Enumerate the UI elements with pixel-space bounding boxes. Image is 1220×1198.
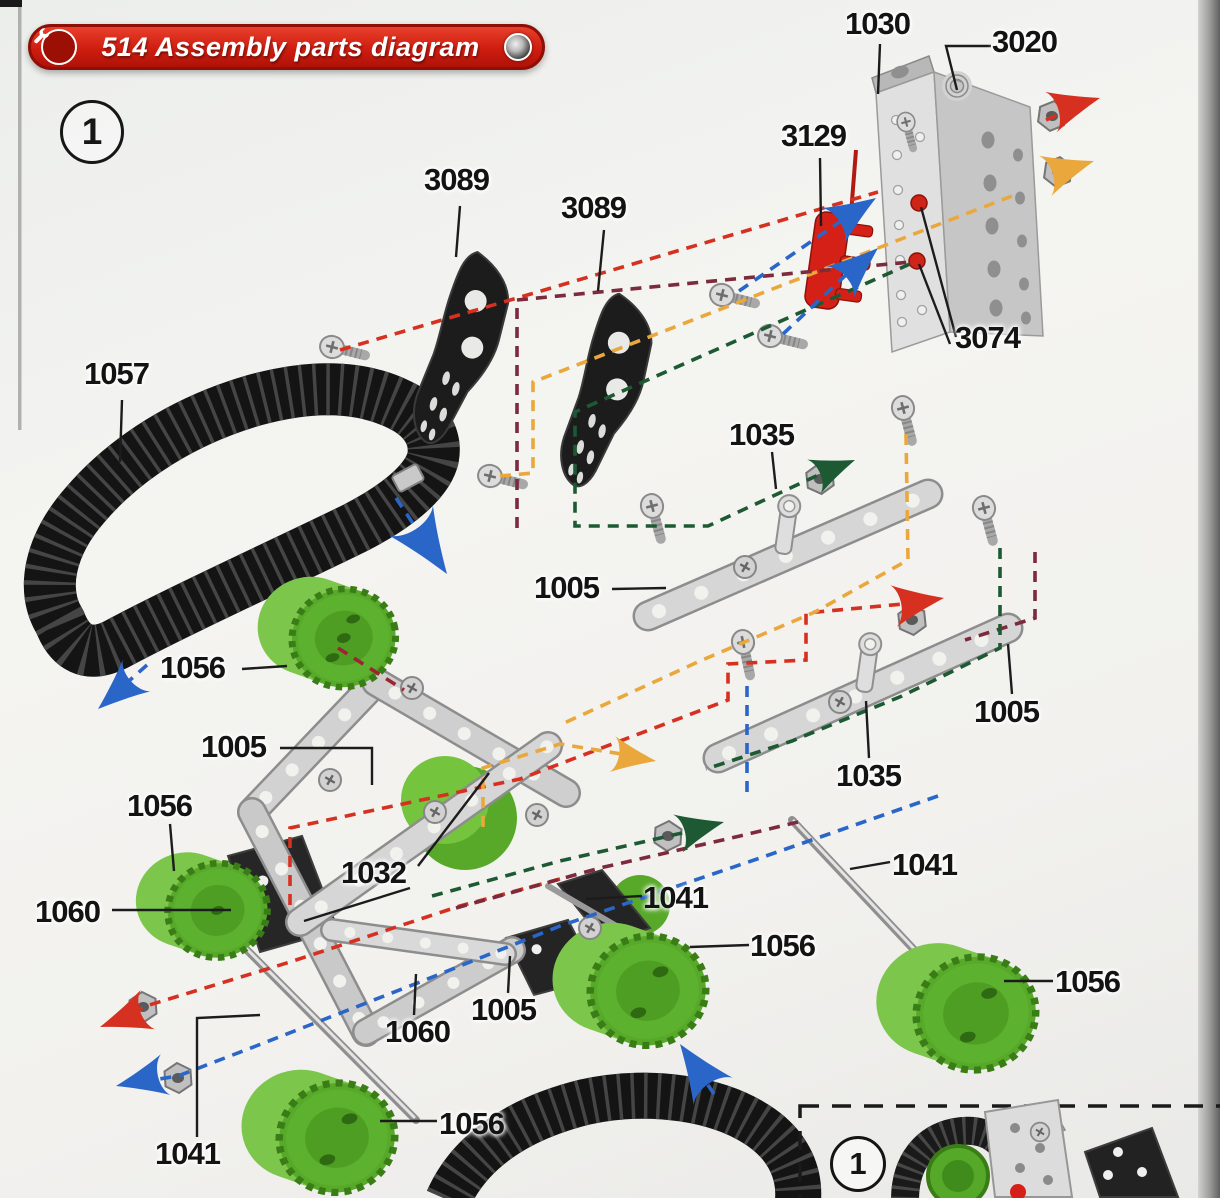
axle-rod-1041 (788, 816, 939, 976)
part-label-3089-b: 3089 (561, 190, 627, 225)
step-number: 1 (81, 111, 103, 152)
route-red (288, 600, 926, 905)
arrow-icon (609, 736, 659, 779)
track-bottom (426, 1072, 822, 1198)
part-label-1056-d: 1056 (1055, 964, 1121, 999)
route-orange (481, 742, 641, 827)
screw-icon (708, 281, 758, 313)
part-label-1056-a: 1056 (160, 650, 226, 685)
route-green (573, 262, 911, 528)
rivet-3074 (910, 194, 928, 212)
part-label-1035-b: 1035 (836, 758, 902, 793)
screw-icon (638, 492, 671, 542)
part-label-1005-d: 1005 (471, 992, 537, 1027)
part-label-3129: 3129 (781, 118, 847, 153)
route-green (705, 548, 1002, 771)
wheel-1056 (876, 943, 1040, 1074)
step-marker: 1 (60, 100, 124, 164)
page-corner (0, 0, 22, 7)
screw-head-icon (577, 915, 603, 941)
part-label-3074: 3074 (955, 320, 1021, 355)
screw-head-icon (504, 33, 532, 61)
wheel-1056 (257, 576, 400, 691)
screw-head-icon (827, 689, 853, 715)
strip-1032 (285, 731, 563, 937)
screw-head-icon (399, 675, 425, 701)
inset-step-marker: 1 (830, 1136, 886, 1192)
part-label-1056-c: 1056 (750, 928, 816, 963)
screw-head-icon (422, 799, 448, 825)
screw-icon (970, 494, 1003, 544)
route-maroon (337, 646, 405, 692)
part-label-1005-a: 1005 (534, 570, 600, 605)
inset-step-number: 1 (849, 1146, 867, 1181)
part-label-1030: 1030 (845, 6, 911, 41)
part-label-1060-a: 1060 (35, 894, 101, 929)
part-label-1032: 1032 (341, 855, 407, 890)
part-label-1056-b: 1056 (127, 788, 193, 823)
part-label-1041-c: 1041 (155, 1136, 221, 1171)
part-label-1056-e: 1056 (439, 1106, 505, 1141)
screw-head-icon (732, 554, 758, 580)
route-green (431, 825, 709, 898)
part-label-3020: 3020 (992, 24, 1058, 59)
part-label-1005-c: 1005 (974, 694, 1040, 729)
part-label-1057: 1057 (84, 356, 150, 391)
part-label-1005-b: 1005 (201, 729, 267, 764)
leader-lines (112, 43, 1053, 1137)
track-connector (391, 463, 425, 493)
plate-3089 (560, 292, 653, 488)
inset-preview (798, 1098, 1220, 1198)
part-label-3089-a: 3089 (424, 162, 490, 197)
part-label-1041-a: 1041 (892, 847, 958, 882)
route-maroon (964, 552, 1037, 642)
red-connector-3129 (804, 149, 874, 310)
strip-1005 (632, 478, 944, 632)
part-label-1041-b: 1041 (643, 880, 709, 915)
route-blue (394, 497, 432, 550)
wrench-icon (34, 28, 77, 65)
part-label-1060-b: 1060 (385, 1014, 451, 1049)
wheel-1056 (241, 1069, 399, 1197)
nut-icon (652, 819, 684, 853)
screw-head-icon (524, 802, 550, 828)
strip-1005 (702, 612, 1024, 774)
rivet-3074 (1010, 1184, 1026, 1198)
frame-strips (237, 667, 581, 1047)
route-maroon (515, 260, 911, 528)
plate-3089 (412, 250, 510, 445)
route-orange (561, 433, 910, 726)
page-edge-left (18, 0, 22, 430)
title-badge: 514 Assembly parts diagram (28, 24, 545, 70)
route-blue (692, 1063, 716, 1095)
hook-3020 (942, 71, 972, 101)
bracket-1030 (871, 55, 1044, 354)
route-blue (737, 206, 862, 293)
screw-head-icon (317, 767, 343, 793)
page-edge-right (1198, 0, 1220, 1198)
wheel-1056 (552, 922, 710, 1050)
page-title: 514 Assembly parts diagram (101, 31, 480, 62)
part-label-1035-a: 1035 (729, 417, 795, 452)
rivet-3074 (908, 252, 926, 270)
